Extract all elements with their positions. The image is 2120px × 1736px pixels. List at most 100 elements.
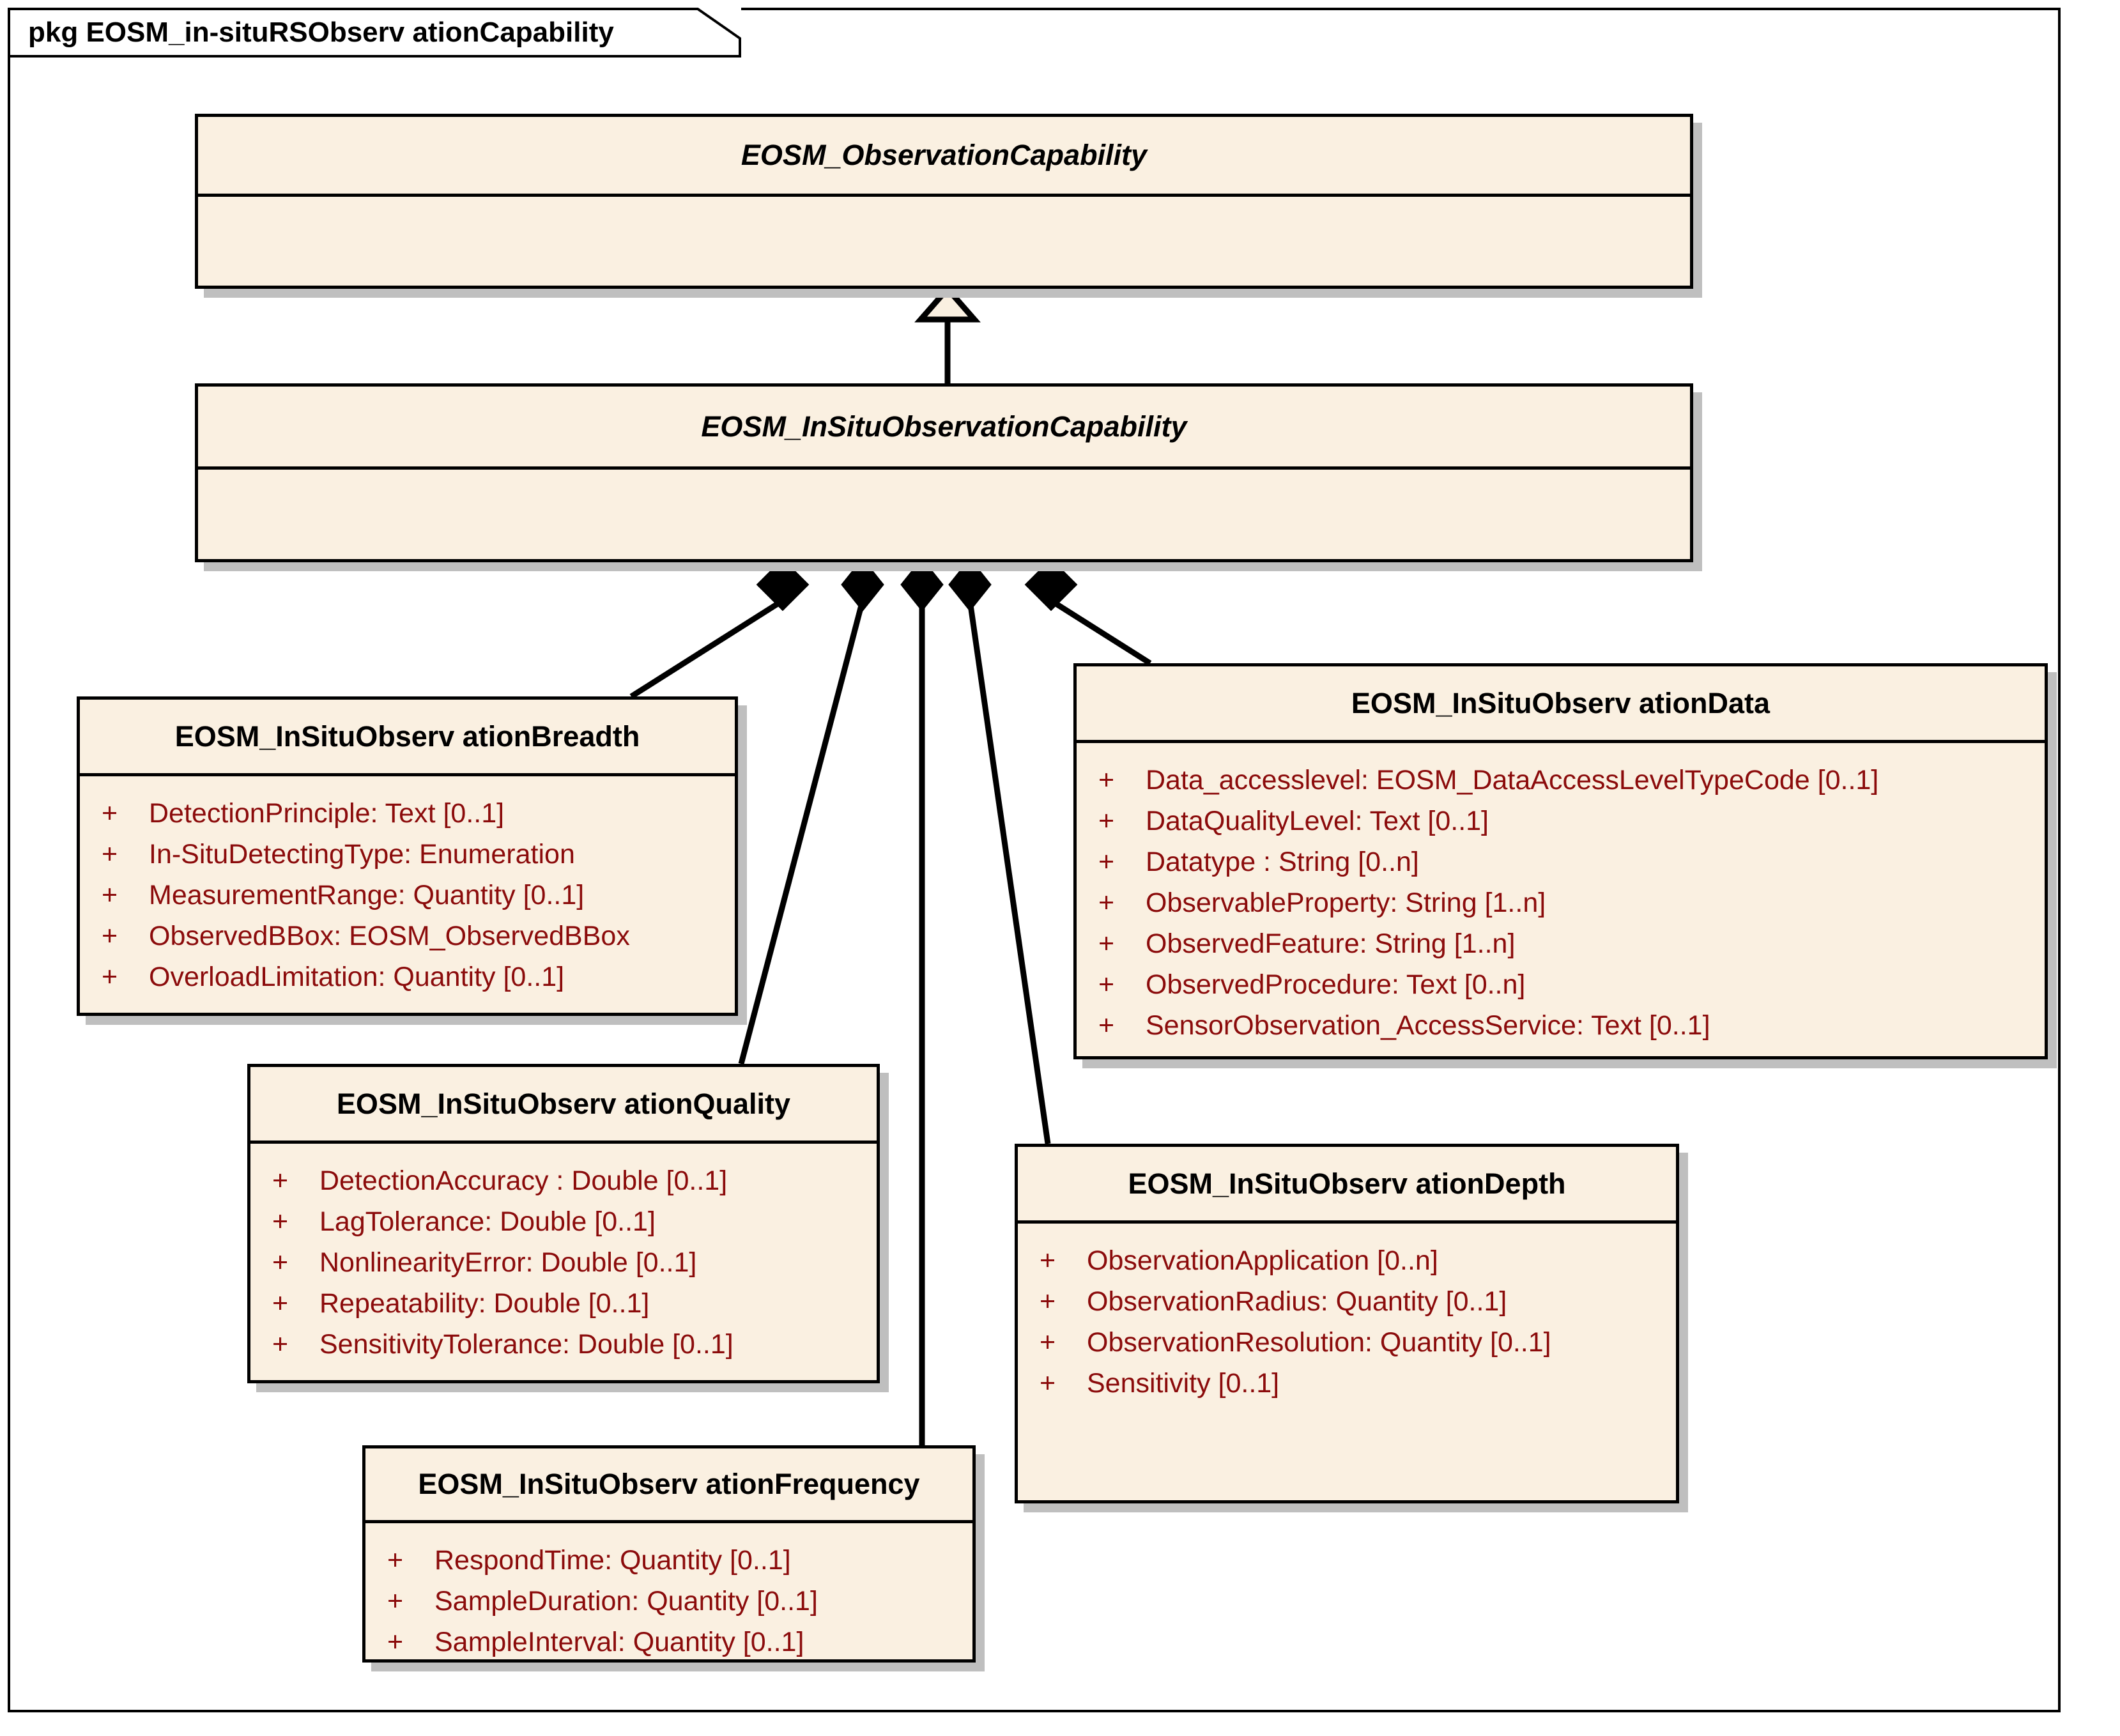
attribute-text: ObservedBBox: EOSM_ObservedBBox xyxy=(149,921,630,951)
attribute-text: SensorObservation_AccessService: Text [0… xyxy=(1146,1010,1710,1041)
attribute-text: DetectionAccuracy : Double [0..1] xyxy=(319,1165,728,1196)
class-eosm-insitu-observation-data[interactable]: EOSM_InSituObserv ationData + Data_acces… xyxy=(1073,663,2048,1059)
attribute-row: + ObservationResolution: Quantity [0..1] xyxy=(1018,1322,1676,1363)
attribute-visibility: + xyxy=(102,798,118,829)
class-eosm-observation-capability[interactable]: EOSM_ObservationCapability xyxy=(195,114,1693,289)
attribute-visibility: + xyxy=(102,880,118,910)
class-eosm-insitu-observation-capability[interactable]: EOSM_InSituObservationCapability xyxy=(195,383,1693,562)
attribute-row: + SensorObservation_AccessService: Text … xyxy=(1077,1005,2045,1046)
class-name-eosm-insitu-observation-frequency: EOSM_InSituObserv ationFrequency xyxy=(418,1468,920,1500)
attribute-text: ObservationRadius: Quantity [0..1] xyxy=(1087,1286,1507,1317)
class-attributes-eosm-observation-capability xyxy=(198,197,1690,286)
package-tab: pkg EOSM_in-situRSObserv ationCapability xyxy=(8,8,741,58)
attribute-visibility: + xyxy=(1098,765,1115,795)
attribute-text: DetectionPrinciple: Text [0..1] xyxy=(149,798,505,829)
attribute-text: SampleDuration: Quantity [0..1] xyxy=(434,1586,818,1617)
class-name-eosm-insitu-observation-capability: EOSM_InSituObservationCapability xyxy=(701,410,1187,443)
attribute-row: + Datatype : String [0..n] xyxy=(1077,841,2045,882)
attribute-row: + SampleDuration: Quantity [0..1] xyxy=(365,1581,972,1622)
class-divider xyxy=(250,1141,877,1144)
attribute-visibility: + xyxy=(272,1206,289,1237)
attribute-row: + NonlinearityError: Double [0..1] xyxy=(250,1242,877,1283)
attribute-visibility: + xyxy=(387,1545,404,1576)
class-eosm-insitu-observation-depth[interactable]: EOSM_InSituObserv ationDepth + Observati… xyxy=(1015,1144,1679,1503)
class-divider xyxy=(1018,1220,1676,1224)
attribute-row: + ObservedBBox: EOSM_ObservedBBox xyxy=(80,916,735,956)
attribute-text: ObservedFeature: String [1..n] xyxy=(1146,928,1516,959)
attribute-visibility: + xyxy=(1040,1368,1056,1399)
attribute-text: SensitivityTolerance: Double [0..1] xyxy=(319,1329,734,1360)
attribute-row: + RespondTime: Quantity [0..1] xyxy=(365,1540,972,1581)
attribute-text: SampleInterval: Quantity [0..1] xyxy=(434,1627,804,1657)
class-name-eosm-observation-capability: EOSM_ObservationCapability xyxy=(741,139,1148,171)
attribute-row: + OverloadLimitation: Quantity [0..1] xyxy=(80,956,735,997)
class-name-eosm-insitu-observation-depth: EOSM_InSituObserv ationDepth xyxy=(1128,1167,1566,1200)
class-divider xyxy=(198,466,1690,470)
attribute-visibility: + xyxy=(1098,806,1115,836)
class-attributes-eosm-insitu-observation-data: + Data_accesslevel: EOSM_DataAccessLevel… xyxy=(1077,743,2045,1046)
attribute-row: + DataQualityLevel: Text [0..1] xyxy=(1077,801,2045,841)
attribute-visibility: + xyxy=(387,1586,404,1617)
attribute-text: DataQualityLevel: Text [0..1] xyxy=(1146,806,1489,836)
package-tab-shape xyxy=(8,8,741,58)
attribute-visibility: + xyxy=(1098,969,1115,1000)
class-attributes-eosm-insitu-observation-quality: + DetectionAccuracy : Double [0..1] + La… xyxy=(250,1144,877,1365)
attribute-row: + ObservedProcedure: Text [0..n] xyxy=(1077,964,2045,1005)
attribute-row: + LagTolerance: Double [0..1] xyxy=(250,1201,877,1242)
attribute-visibility: + xyxy=(1098,887,1115,918)
attribute-row: + MeasurementRange: Quantity [0..1] xyxy=(80,875,735,916)
class-eosm-insitu-observation-quality[interactable]: EOSM_InSituObserv ationQuality + Detecti… xyxy=(247,1064,880,1383)
attribute-text: NonlinearityError: Double [0..1] xyxy=(319,1247,697,1278)
class-name-eosm-insitu-observation-breadth: EOSM_InSituObserv ationBreadth xyxy=(174,719,640,753)
class-name-eosm-insitu-observation-data: EOSM_InSituObserv ationData xyxy=(1351,686,1771,719)
class-divider xyxy=(1077,740,2045,743)
attribute-visibility: + xyxy=(102,962,118,992)
attribute-visibility: + xyxy=(102,839,118,870)
attribute-text: Data_accesslevel: EOSM_DataAccessLevelTy… xyxy=(1146,765,1879,795)
class-divider xyxy=(365,1520,972,1523)
attribute-visibility: + xyxy=(102,921,118,951)
attribute-row: + SensitivityTolerance: Double [0..1] xyxy=(250,1324,877,1365)
class-name-eosm-insitu-observation-quality: EOSM_InSituObserv ationQuality xyxy=(336,1087,791,1120)
attribute-visibility: + xyxy=(272,1329,289,1360)
attribute-visibility: + xyxy=(1040,1245,1056,1276)
class-attributes-eosm-insitu-observation-capability xyxy=(198,470,1690,559)
attribute-visibility: + xyxy=(272,1247,289,1278)
attribute-row: + DetectionAccuracy : Double [0..1] xyxy=(250,1160,877,1201)
attribute-text: MeasurementRange: Quantity [0..1] xyxy=(149,880,585,910)
attribute-visibility: + xyxy=(1098,1010,1115,1041)
class-eosm-insitu-observation-breadth[interactable]: EOSM_InSituObserv ationBreadth + Detecti… xyxy=(77,696,738,1016)
attribute-text: LagTolerance: Double [0..1] xyxy=(319,1206,656,1237)
attribute-text: RespondTime: Quantity [0..1] xyxy=(434,1545,791,1576)
attribute-row: + Repeatability: Double [0..1] xyxy=(250,1283,877,1324)
attribute-text: OverloadLimitation: Quantity [0..1] xyxy=(149,962,565,992)
attribute-text: In-SituDetectingType: Enumeration xyxy=(149,839,575,870)
attribute-row: + DetectionPrinciple: Text [0..1] xyxy=(80,793,735,834)
attribute-visibility: + xyxy=(272,1165,289,1196)
attribute-row: + ObservableProperty: String [1..n] xyxy=(1077,882,2045,923)
package-label: pkg EOSM_in-situRSObserv ationCapability xyxy=(28,17,614,48)
attribute-visibility: + xyxy=(387,1627,404,1657)
attribute-text: ObservableProperty: String [1..n] xyxy=(1146,887,1546,918)
attribute-visibility: + xyxy=(1098,928,1115,959)
attribute-row: + SampleInterval: Quantity [0..1] xyxy=(365,1622,972,1663)
attribute-text: Sensitivity [0..1] xyxy=(1087,1368,1280,1399)
class-attributes-eosm-insitu-observation-depth: + ObservationApplication [0..n] + Observ… xyxy=(1018,1224,1676,1404)
class-attributes-eosm-insitu-observation-frequency: + RespondTime: Quantity [0..1] + SampleD… xyxy=(365,1523,972,1663)
attribute-row: + ObservationApplication [0..n] xyxy=(1018,1240,1676,1281)
attribute-row: + Sensitivity [0..1] xyxy=(1018,1363,1676,1404)
class-divider xyxy=(80,773,735,776)
class-divider xyxy=(198,194,1690,197)
attribute-visibility: + xyxy=(272,1288,289,1319)
class-eosm-insitu-observation-frequency[interactable]: EOSM_InSituObserv ationFrequency + Respo… xyxy=(362,1445,976,1663)
attribute-visibility: + xyxy=(1098,847,1115,877)
attribute-row: + ObservationRadius: Quantity [0..1] xyxy=(1018,1281,1676,1322)
attribute-text: ObservationResolution: Quantity [0..1] xyxy=(1087,1327,1551,1358)
attribute-visibility: + xyxy=(1040,1327,1056,1358)
attribute-row: + In-SituDetectingType: Enumeration xyxy=(80,834,735,875)
attribute-text: Repeatability: Double [0..1] xyxy=(319,1288,650,1319)
class-attributes-eosm-insitu-observation-breadth: + DetectionPrinciple: Text [0..1] + In-S… xyxy=(80,776,735,997)
attribute-text: Datatype : String [0..n] xyxy=(1146,847,1419,877)
attribute-row: + Data_accesslevel: EOSM_DataAccessLevel… xyxy=(1077,760,2045,801)
attribute-text: ObservationApplication [0..n] xyxy=(1087,1245,1438,1276)
